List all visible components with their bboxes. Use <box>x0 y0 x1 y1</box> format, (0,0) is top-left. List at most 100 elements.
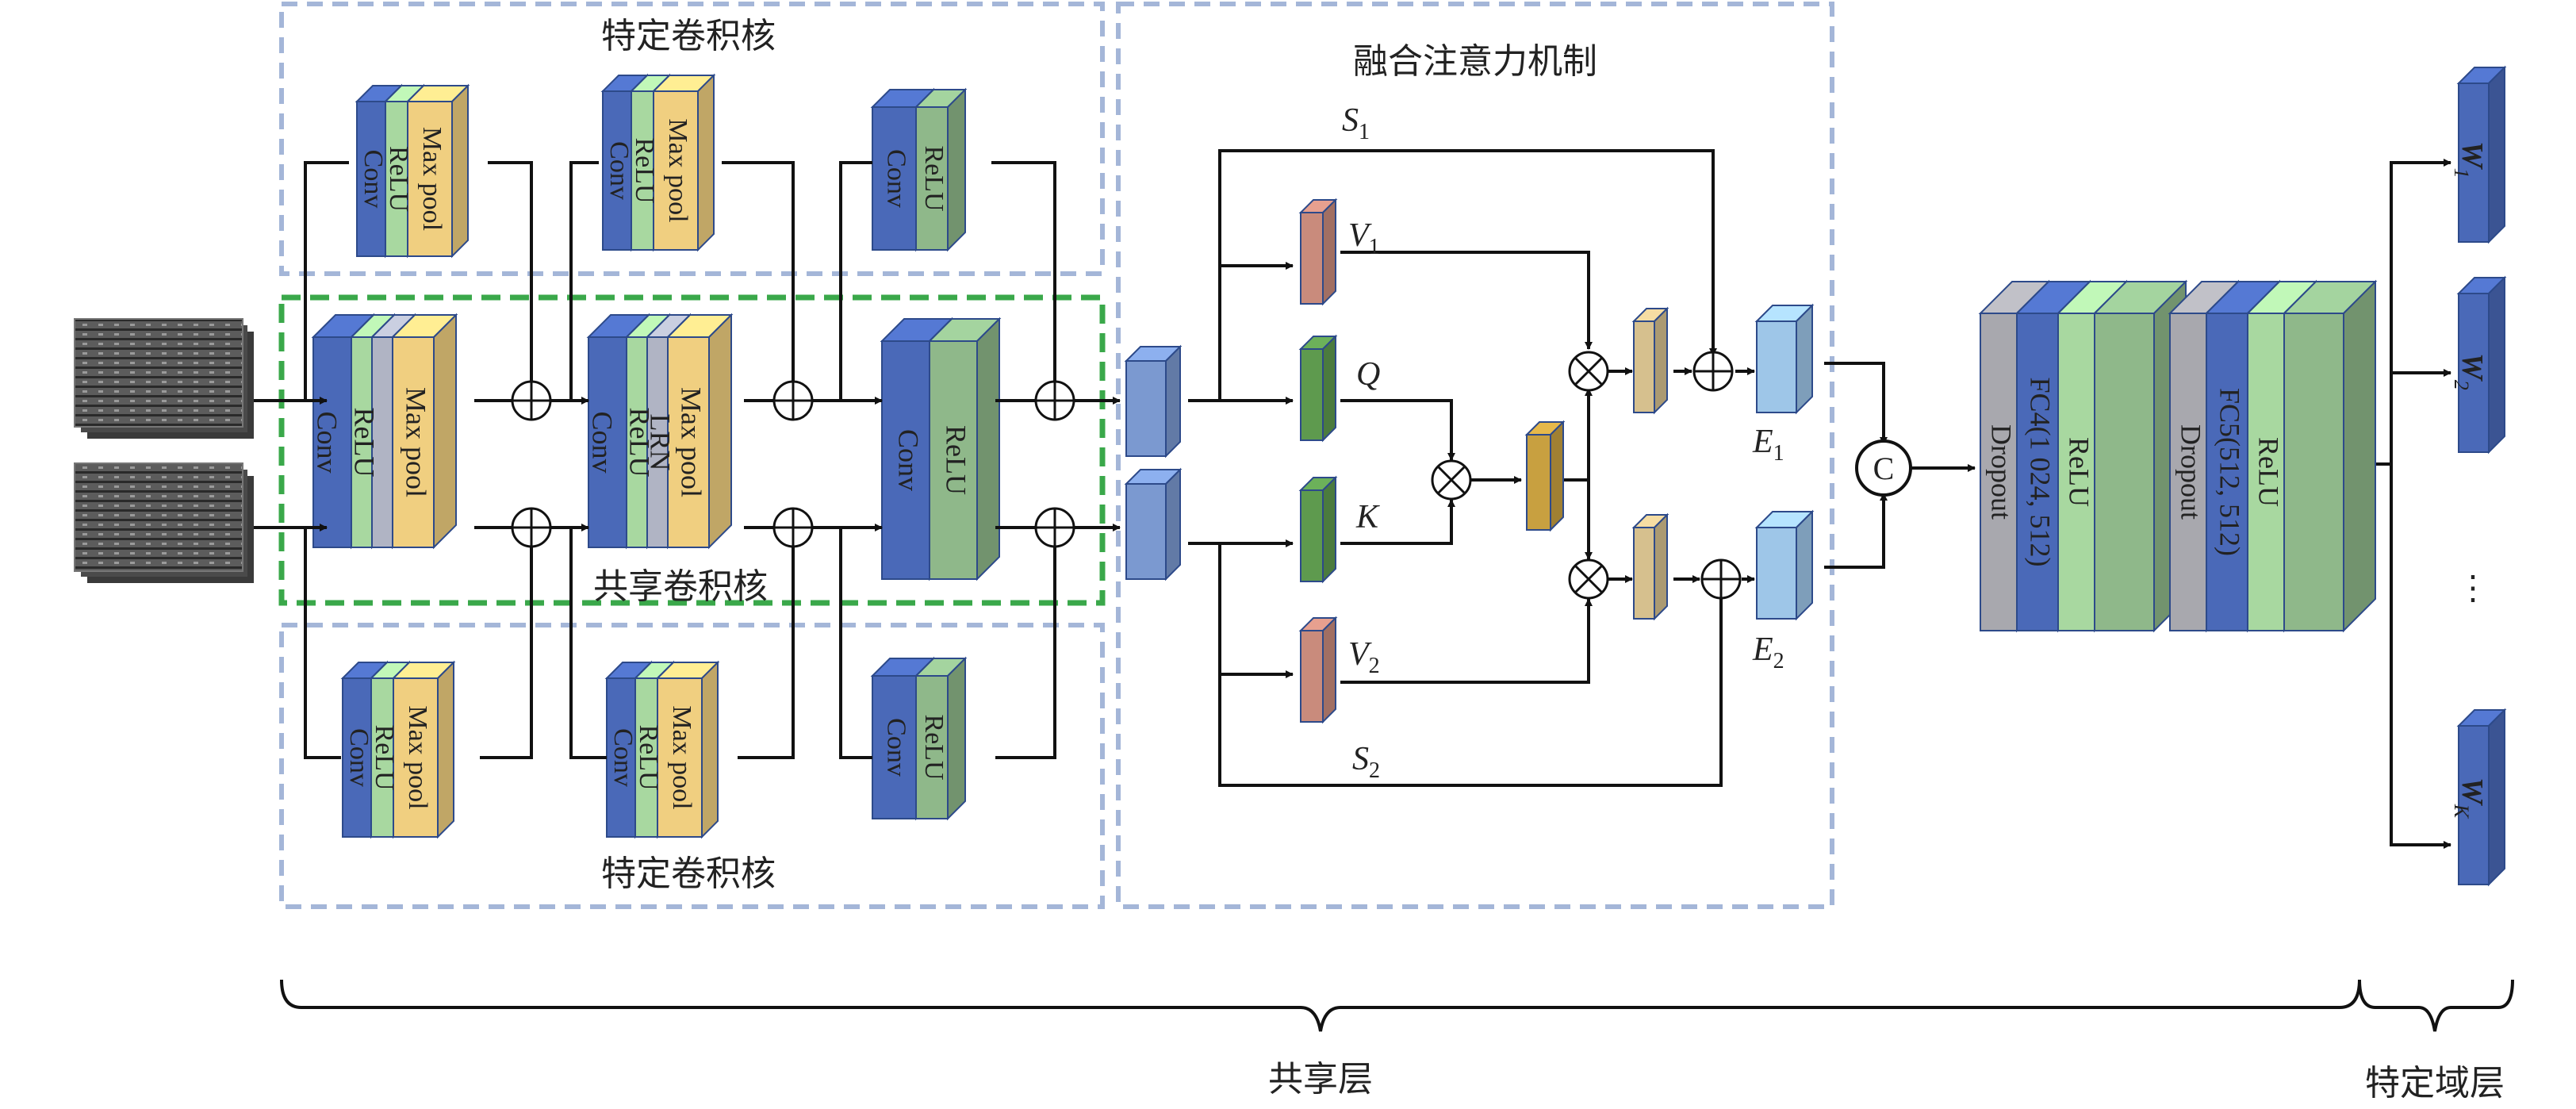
circled-plus-icon <box>511 380 552 421</box>
circled-times-icon <box>1568 351 1609 392</box>
relu-layer-label: ReLU <box>941 425 972 495</box>
v1-label: V <box>1348 217 1372 254</box>
head-wk <box>2456 708 2507 887</box>
relu-layer-label: ReLU <box>634 724 663 790</box>
v1-block <box>1298 198 1338 306</box>
conv-layer-label: Conv <box>312 411 343 473</box>
maxpool-layer-label: Max pool <box>403 705 432 809</box>
w1-sub: 1 <box>2450 168 2473 178</box>
specific-domain-layer-label: 特定域层 <box>2365 1063 2505 1103</box>
shared-block-3: Conv ReLU <box>880 317 1002 581</box>
maxpool-layer-label: Max pool <box>417 127 447 231</box>
conv-layer-label: Conv <box>344 728 374 787</box>
svg-text:WK: WK <box>2450 777 2489 819</box>
conv-layer-label: Conv <box>358 150 388 209</box>
s2-label: S <box>1352 741 1369 777</box>
conv-connections <box>254 161 1121 759</box>
relu-layer-label: ReLU <box>384 146 413 212</box>
relu-fill-layer <box>2282 279 2378 633</box>
output-ellipsis: ⋮ <box>2456 570 2490 607</box>
wk-sub: K <box>2450 804 2473 819</box>
svg-text:S2: S2 <box>1352 741 1380 783</box>
svg-text:W1: W1 <box>2450 141 2489 178</box>
s2-sub: 2 <box>1369 758 1380 783</box>
v2-block <box>1298 616 1338 724</box>
circled-plus-icon <box>772 507 814 548</box>
e1-sub: 1 <box>1773 441 1784 466</box>
weighted-bottom-block <box>1631 512 1669 621</box>
feature-map-bottom <box>1124 467 1183 581</box>
relu-layer-label: ReLU <box>919 714 949 780</box>
circled-plus-icon <box>511 507 552 548</box>
maxpool-layer-label: Max pool <box>676 387 707 497</box>
e2-sub: 2 <box>1773 649 1784 673</box>
maxpool-layer <box>405 83 470 259</box>
svg-text:E2: E2 <box>1752 631 1784 673</box>
maxpool-layer <box>655 660 720 839</box>
maxpool-layer-label: Max pool <box>667 705 696 809</box>
conv-layer-label: Conv <box>893 429 925 491</box>
relu-layer-label: ReLU <box>630 137 659 203</box>
q-label: Q <box>1356 356 1380 393</box>
maxpool-layer-label: Max pool <box>401 387 432 497</box>
relu-layer <box>927 317 1002 581</box>
region-boxes <box>278 2 1834 909</box>
dropout-layer-label: Dropout <box>1986 424 2018 520</box>
wk-label: W <box>2455 777 2489 807</box>
maxpool-layer <box>391 660 456 839</box>
feature-map-top <box>1124 344 1183 459</box>
conv-layer-label: Conv <box>604 141 634 200</box>
v2-label: V <box>1348 636 1372 673</box>
svg-text:E1: E1 <box>1752 424 1784 466</box>
specific-kernel-bottom-box <box>279 623 1105 909</box>
svg-text:S1: S1 <box>1342 102 1370 144</box>
attention-op-nodes <box>1431 351 1742 600</box>
e2-label: E <box>1752 631 1773 668</box>
shared-layer-brace <box>280 979 2361 1032</box>
shared-kernel-box <box>278 294 1106 606</box>
relu-layer <box>914 656 968 821</box>
conv-layer-label: Conv <box>587 411 619 473</box>
circled-plus-icon <box>1700 558 1742 600</box>
e1-block <box>1754 303 1815 415</box>
q-block <box>1298 334 1338 443</box>
relu-layer-label: ReLU <box>349 408 381 478</box>
w1-label: W <box>2455 141 2489 171</box>
circled-c-icon: C <box>1855 439 1912 497</box>
input-images-top <box>74 318 254 439</box>
relu-layer-label: ReLU <box>2064 437 2095 507</box>
conv-layer-label: Conv <box>882 149 911 208</box>
output-labels: W1 W2 ⋮ WK <box>2450 141 2490 819</box>
input-images-bottom <box>74 462 254 583</box>
lrn-layer-label: LRN <box>645 414 677 471</box>
circled-plus-icon <box>1034 507 1075 548</box>
specific-domain-brace <box>2358 979 2514 1032</box>
attention-box <box>1116 2 1834 909</box>
s1-sub: 1 <box>1359 120 1370 144</box>
maxpool-layer-label: Max pool <box>663 118 692 222</box>
relu-layer-label: ReLU <box>2253 437 2285 507</box>
relu-layer-label: ReLU <box>624 408 656 478</box>
concat-label: C <box>1873 451 1895 486</box>
relu-layer <box>914 87 968 252</box>
e2-block <box>1754 509 1815 621</box>
specific-kernel-bottom-title: 特定卷积核 <box>601 854 776 894</box>
fc5-layer-label: FC5(512, 512) <box>2214 388 2246 556</box>
circled-plus-icon <box>772 380 814 421</box>
top-block-3: Conv ReLU <box>870 87 968 252</box>
shared-kernel-title: 共享卷积核 <box>593 566 768 607</box>
circled-times-icon <box>1431 459 1472 501</box>
weighted-top-block <box>1631 306 1669 415</box>
relu-layer-label: ReLU <box>919 145 949 211</box>
conv-layer-label: Conv <box>608 728 638 787</box>
maxpool-layer <box>651 73 716 252</box>
head-w2 <box>2456 275 2507 455</box>
relu-layer-label: ReLU <box>370 724 399 790</box>
